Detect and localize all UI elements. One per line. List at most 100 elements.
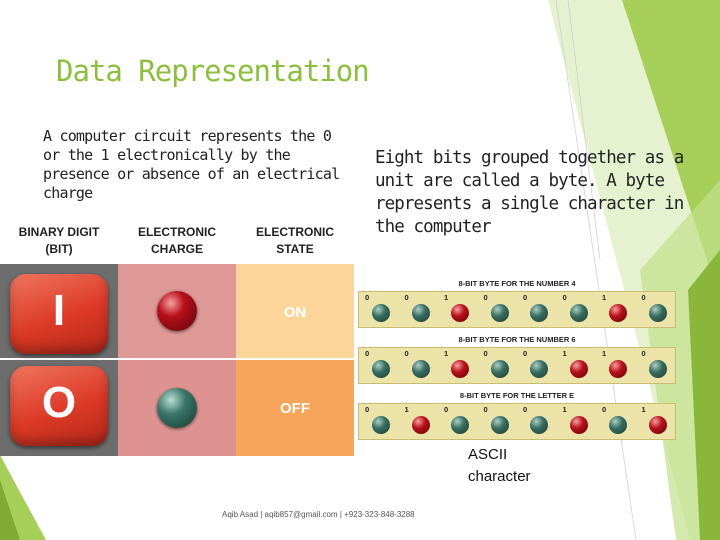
bit-value: 1 xyxy=(602,293,607,302)
bit-off-led-icon xyxy=(530,304,548,322)
left-description: A computer circuit represents the 0 or t… xyxy=(43,127,340,202)
bit-cell: 0 xyxy=(638,292,677,328)
bit-state-figure: BINARY DIGIT (BIT) ELECTRONIC CHARGE ELE… xyxy=(0,224,354,456)
bit-cell: 0 xyxy=(519,348,558,384)
right-description: Eight bits grouped together as a unit ar… xyxy=(375,148,684,237)
state-cell-off xyxy=(236,360,354,456)
bit-cell: 0 xyxy=(638,348,677,384)
byte-row-number-6: 8-BIT BYTE FOR THE NUMBER 6 0 0 1 0 0 1 1 0 xyxy=(358,334,676,384)
bit-off-led-icon xyxy=(609,416,627,434)
byte-row-number-4: 8-BIT BYTE FOR THE NUMBER 4 0 0 1 0 0 0 1 0 xyxy=(358,278,676,328)
bit-off-led-icon xyxy=(372,416,390,434)
bit-value: 0 xyxy=(483,349,488,358)
bit-cell: 0 xyxy=(519,292,558,328)
bit-value: 0 xyxy=(404,349,409,358)
bit-value: 1 xyxy=(562,349,567,358)
bit-value: 0 xyxy=(483,293,488,302)
bit-on-led-icon xyxy=(411,416,430,434)
byte-figure: 8-BIT BYTE FOR THE NUMBER 4 0 0 1 0 0 0 1 0 8-B… xyxy=(358,278,676,440)
bit-value: 0 xyxy=(641,349,646,358)
bit-cell: 0 xyxy=(440,404,479,440)
bit-on-led-icon xyxy=(451,360,469,378)
bit-value: 0 xyxy=(444,405,449,414)
bit-value: 1 xyxy=(444,293,449,302)
bit-cell: 0 xyxy=(401,348,440,384)
bit-cell: 1 xyxy=(598,292,637,328)
bit-off-led-icon xyxy=(411,360,430,378)
slide-title: Data Representation xyxy=(56,54,370,88)
bit-value: 1 xyxy=(444,349,449,358)
bit-cell: 0 xyxy=(361,292,400,328)
byte-label: 8-BIT BYTE FOR THE NUMBER 6 xyxy=(458,335,576,344)
bit-value: 1 xyxy=(404,405,409,414)
bit-value: 0 xyxy=(641,293,646,302)
bit-value: 1 xyxy=(641,405,646,414)
bit-value: 0 xyxy=(483,405,488,414)
bit-value: 0 xyxy=(602,405,607,414)
bit-off-led-icon xyxy=(490,360,509,378)
state-cell-on xyxy=(236,264,354,358)
bit-off-led-icon xyxy=(372,304,390,322)
bit-on-led-icon xyxy=(609,360,627,378)
byte-bits: 0 1 0 0 0 1 0 1 xyxy=(358,403,676,440)
bit-cell: 0 xyxy=(480,292,519,328)
bit-cell: 1 xyxy=(401,404,440,440)
bit-cell: 0 xyxy=(480,348,519,384)
rocker-switch-one-icon: I xyxy=(10,274,108,354)
bit-cell: 0 xyxy=(361,404,400,440)
state-on-label: ON xyxy=(283,304,307,321)
bit-off-led-icon xyxy=(372,360,390,378)
bit-off-led-icon xyxy=(451,416,469,434)
bit-on-led-icon xyxy=(569,416,588,434)
bit-off-led-icon xyxy=(411,304,430,322)
bit-on-led-icon xyxy=(451,304,469,322)
bit-cell: 1 xyxy=(559,404,598,440)
bit-value: 0 xyxy=(365,405,370,414)
bit-cell: 0 xyxy=(401,292,440,328)
bit-off-led-icon xyxy=(490,416,509,434)
bit-off-led-icon xyxy=(648,304,667,322)
bit-cell: 1 xyxy=(440,292,479,328)
header-electronic-charge: ELECTRONIC CHARGE xyxy=(138,225,216,256)
bit-value: 0 xyxy=(365,293,370,302)
bit-off-led-icon xyxy=(530,416,548,434)
bit-on-led-icon xyxy=(569,360,588,378)
switch-glyph-one: I xyxy=(52,286,66,335)
byte-label: 8-BIT BYTE FOR THE LETTER E xyxy=(459,391,575,400)
bit-off-led-icon xyxy=(648,360,667,378)
ascii-caption: ASCII character xyxy=(468,446,531,485)
byte-label: 8-BIT BYTE FOR THE NUMBER 4 xyxy=(458,279,576,288)
rocker-switch-zero-icon: O xyxy=(10,366,108,446)
charge-absent-led-icon xyxy=(157,388,197,428)
header-electronic-state: ELECTRONIC STATE xyxy=(256,225,334,256)
bit-cell: 0 xyxy=(598,404,637,440)
bit-value: 0 xyxy=(365,349,370,358)
switch-glyph-zero: O xyxy=(41,378,77,427)
bit-value: 0 xyxy=(523,349,528,358)
bit-value: 0 xyxy=(523,405,528,414)
bit-off-led-icon xyxy=(530,360,548,378)
bit-cell: 0 xyxy=(519,404,558,440)
bit-cell: 1 xyxy=(559,348,598,384)
bit-cell: 0 xyxy=(559,292,598,328)
bit-value: 0 xyxy=(523,293,528,302)
bit-cell: 1 xyxy=(440,348,479,384)
bit-on-led-icon xyxy=(609,304,627,322)
charge-present-led-icon xyxy=(157,291,197,331)
state-off-label: OFF xyxy=(280,400,310,417)
row-divider xyxy=(0,358,354,360)
bit-value: 1 xyxy=(602,349,607,358)
bit-cell: 1 xyxy=(598,348,637,384)
bit-cell: 0 xyxy=(361,348,400,384)
byte-bits: 0 0 1 0 0 1 1 0 xyxy=(358,347,676,384)
bit-value: 0 xyxy=(562,293,567,302)
bit-value: 1 xyxy=(562,405,567,414)
bit-cell: 1 xyxy=(638,404,677,440)
footer-contact: Aqib Asad | aqib857@gmail.com | +923-323… xyxy=(222,510,415,519)
byte-row-letter-e: 8-BIT BYTE FOR THE LETTER E 0 1 0 0 0 1 0 1 xyxy=(358,390,676,440)
header-binary-digit: BINARY DIGIT (BIT) xyxy=(18,225,100,256)
bit-off-led-icon xyxy=(490,304,509,322)
bit-off-led-icon xyxy=(569,304,588,322)
bit-value: 0 xyxy=(404,293,409,302)
